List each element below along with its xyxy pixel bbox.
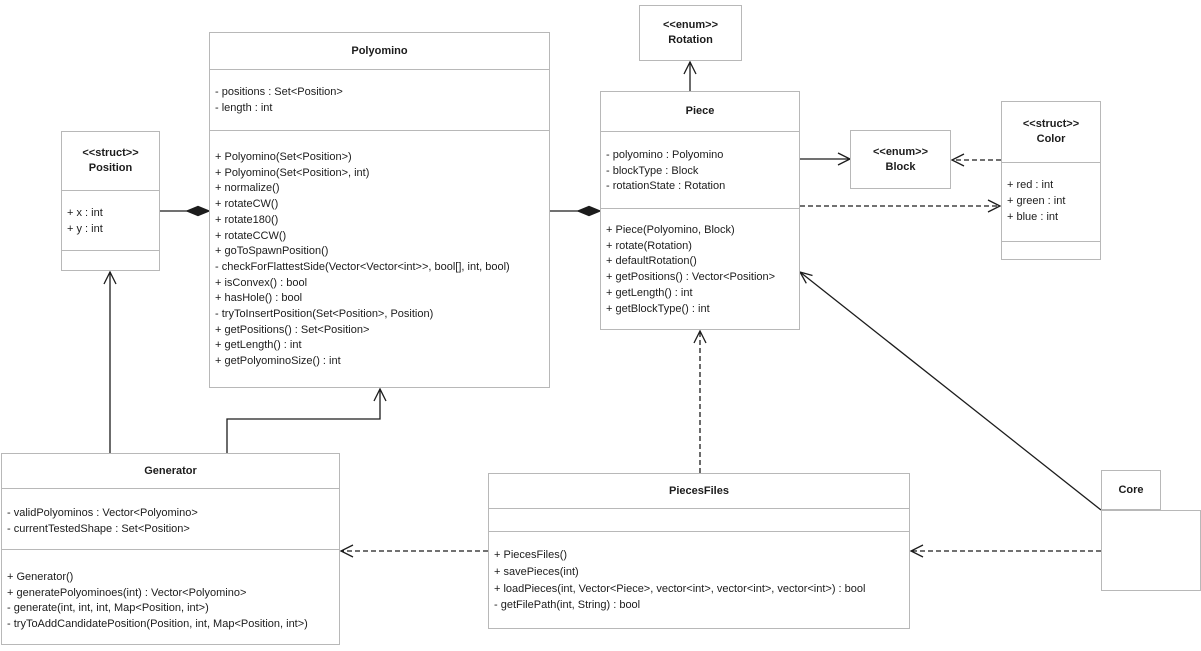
class-stereotype: <<enum>> xyxy=(662,19,719,31)
dependency-piecesfiles-to-piece xyxy=(693,329,707,473)
attribute-line: - positions : Set<Position> xyxy=(215,86,343,98)
method-line: + goToSpawnPosition() xyxy=(215,245,329,258)
method-line: + hasHole() : bool xyxy=(215,292,303,305)
attribute-line: + blue : int xyxy=(1007,211,1059,223)
attributes-compartment: - validPolyominos : Vector<Polyomino> - … xyxy=(2,488,339,549)
method-line: - checkForFlattestSide(Vector<Vector<int… xyxy=(215,260,510,273)
attribute-line: + red : int xyxy=(1007,179,1054,191)
association-piece-to-rotation xyxy=(683,60,697,91)
class-piecesfiles: PiecesFiles + PiecesFiles() + savePieces… xyxy=(488,473,910,629)
class-name: Piece xyxy=(685,105,715,117)
dependency-core-to-piecesfiles xyxy=(909,544,1101,558)
method-line: - generate(int, int, int, Map<Position, … xyxy=(7,602,209,615)
attributes-compartment: + red : int + green : int + blue : int xyxy=(1002,162,1100,241)
method-line: + savePieces(int) xyxy=(494,565,579,578)
methods-compartment: + Generator() + generatePolyominoes(int)… xyxy=(2,549,339,644)
method-line: + defaultRotation() xyxy=(606,255,697,268)
dependency-color-to-block xyxy=(950,153,1001,167)
class-piece: Piece - polyomino : Polyomino - blockTyp… xyxy=(600,91,800,330)
class-polyomino: Polyomino - positions : Set<Position> - … xyxy=(209,32,550,388)
method-line: + getLength() : int xyxy=(606,286,693,299)
class-block: <<enum>> Block xyxy=(850,130,951,189)
attribute-line: - validPolyominos : Vector<Polyomino> xyxy=(7,507,198,519)
attribute-line: + x : int xyxy=(67,207,103,219)
method-line: + getBlockType() : int xyxy=(606,302,710,315)
method-line: + Polyomino(Set<Position>, int) xyxy=(215,166,370,179)
method-line: + rotateCW() xyxy=(215,198,279,211)
dependency-piece-to-color xyxy=(800,199,1002,213)
method-line: + getLength() : int xyxy=(215,339,302,352)
class-stereotype: <<enum>> xyxy=(872,145,929,158)
class-core-title: Core xyxy=(1101,470,1161,510)
class-stereotype: <<struct>> xyxy=(82,147,139,159)
methods-compartment: + Polyomino(Set<Position>) + Polyomino(S… xyxy=(210,130,549,387)
class-core-body xyxy=(1101,510,1201,591)
method-line: + generatePolyominoes(int) : Vector<Poly… xyxy=(7,586,247,599)
methods-compartment: + PiecesFiles() + savePieces(int) + load… xyxy=(489,531,909,628)
method-line: - tryToInsertPosition(Set<Position>, Pos… xyxy=(215,308,434,321)
class-name: Polyomino xyxy=(351,44,408,57)
attributes-compartment: - positions : Set<Position> - length : i… xyxy=(210,69,549,130)
method-line: + Polyomino(Set<Position>) xyxy=(215,151,352,163)
method-line: + isConvex() : bool xyxy=(215,276,308,289)
association-generator-to-polyomino xyxy=(226,387,387,453)
method-line: + PiecesFiles() xyxy=(494,549,568,561)
method-line: + normalize() xyxy=(215,182,280,195)
class-name: Core xyxy=(1118,483,1144,496)
empty-compartment xyxy=(1002,241,1100,259)
class-name: PiecesFiles xyxy=(669,484,729,497)
class-position: <<struct>> Position + x : int + y : int xyxy=(61,131,160,271)
association-generator-to-position xyxy=(103,270,117,453)
method-line: + Generator() xyxy=(7,571,74,583)
class-name: Color xyxy=(1036,133,1066,145)
class-name: Rotation xyxy=(668,34,713,46)
attribute-line: - length : int xyxy=(215,101,273,114)
attribute-line: - polyomino : Polyomino xyxy=(606,149,724,161)
class-name: Position xyxy=(88,162,133,174)
attributes-compartment: + x : int + y : int xyxy=(62,190,159,250)
attributes-compartment: - polyomino : Polyomino - blockType : Bl… xyxy=(601,131,799,208)
attribute-line: - blockType : Block xyxy=(606,164,699,177)
attribute-line: - rotationState : Rotation xyxy=(606,180,726,193)
empty-attributes-compartment xyxy=(489,508,909,531)
method-line: + Piece(Polyomino, Block) xyxy=(606,224,735,236)
association-piece-to-block xyxy=(800,152,852,166)
method-line: + loadPieces(int, Vector<Piece>, vector<… xyxy=(494,582,866,595)
dependency-piecesfiles-to-generator xyxy=(339,544,488,558)
method-line: + rotateCCW() xyxy=(215,229,287,242)
attribute-line: + green : int xyxy=(1007,195,1066,207)
class-name: Block xyxy=(885,160,916,173)
class-color: <<struct>> Color + red : int + green : i… xyxy=(1001,101,1101,260)
method-line: + getPolyominoSize() : int xyxy=(215,355,341,368)
methods-compartment: + Piece(Polyomino, Block) + rotate(Rotat… xyxy=(601,208,799,329)
method-line: - tryToAddCandidatePosition(Position, in… xyxy=(7,618,308,631)
method-line: + rotate(Rotation) xyxy=(606,239,692,252)
class-name: Generator xyxy=(144,464,197,477)
attribute-line: + y : int xyxy=(67,222,103,235)
composition-polyomino-to-piece xyxy=(550,205,602,217)
empty-compartment xyxy=(62,250,159,270)
class-stereotype: <<struct>> xyxy=(1022,118,1080,130)
method-line: + rotate180() xyxy=(215,213,279,226)
class-generator: Generator - validPolyominos : Vector<Pol… xyxy=(1,453,340,645)
method-line: - getFilePath(int, String) : bool xyxy=(494,599,641,612)
composition-position-to-polyomino xyxy=(160,205,211,217)
class-rotation: <<enum>> Rotation xyxy=(639,5,742,61)
method-line: + getPositions() : Set<Position> xyxy=(215,323,370,336)
attribute-line: - currentTestedShape : Set<Position> xyxy=(7,522,190,535)
method-line: + getPositions() : Vector<Position> xyxy=(606,271,776,284)
